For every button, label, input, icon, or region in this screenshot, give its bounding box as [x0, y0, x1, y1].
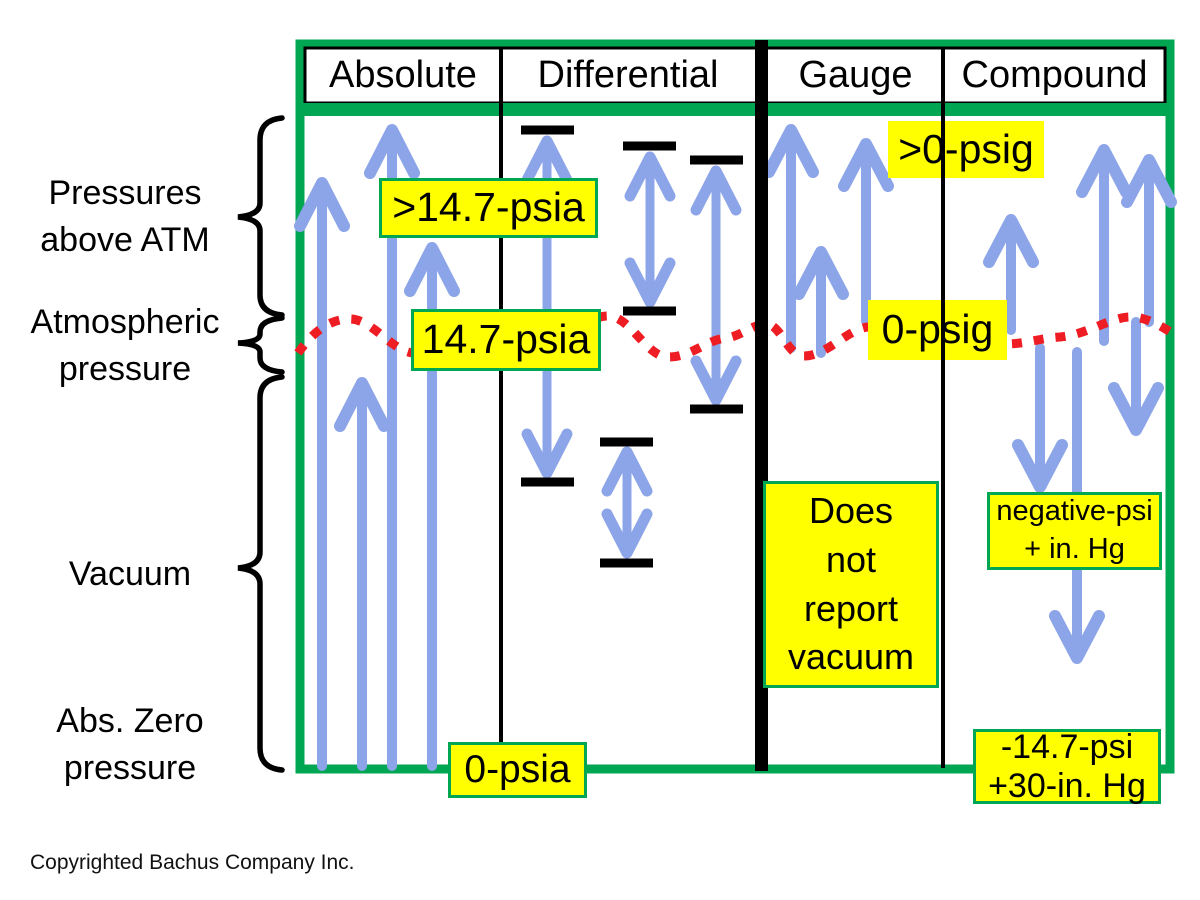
- side-label-abs-pressure-line: pressure: [63, 748, 197, 787]
- brace-above-atm: [237, 115, 285, 318]
- differential-arrow-3: [690, 165, 742, 406]
- differential-arrow-2: [624, 151, 676, 308]
- label-zero-psig-text: 0-psig: [881, 306, 994, 353]
- dnr-line-2: not: [825, 538, 877, 580]
- gauge-arrow-2: [793, 246, 849, 358]
- compound-arrow-up-small: [983, 214, 1039, 335]
- compound-arrow-up-1: [1076, 144, 1132, 346]
- label-gt-zero-psig: >0-psig: [888, 121, 1044, 178]
- label-negative-psi: negative-psi + in. Hg: [987, 492, 1162, 570]
- copyright-text: Copyrighted Bachus Company Inc.: [30, 851, 355, 875]
- differential-arrow-4: [601, 446, 653, 559]
- side-label-vacuum: Vacuum: [40, 551, 220, 598]
- label-does-not-report-vacuum: Does not report vacuum: [763, 481, 939, 688]
- column-header-differential: Differential: [501, 48, 755, 103]
- minus-147-line-1: -14.7-psi: [1000, 728, 1134, 767]
- green-frame: [295, 39, 1175, 774]
- gauge-arrow-3: [838, 138, 894, 326]
- side-label-pressure-line: pressure: [58, 349, 192, 388]
- absolute-arrow-4: [334, 377, 390, 771]
- negative-psi-line-1: negative-psi: [996, 495, 1153, 528]
- absolute-arrow-2: [364, 124, 420, 771]
- column-header-compound-text: Compound: [961, 54, 1148, 96]
- label-zero-psia-text: 0-psia: [464, 747, 571, 791]
- side-label-atmospheric-pressure: Atmospheric pressure: [8, 299, 242, 393]
- label-gt-147-psia: >14.7-psia: [379, 178, 598, 238]
- absolute-arrow-1: [294, 177, 350, 771]
- label-gt-zero-psig-text: >0-psig: [898, 125, 1034, 172]
- label-147-psia: 14.7-psia: [411, 309, 601, 371]
- label-zero-psig: 0-psig: [868, 300, 1007, 360]
- dnr-line-3: report: [803, 587, 899, 629]
- brace-vacuum: [237, 374, 285, 773]
- compound-arrow-up-2: [1121, 154, 1177, 327]
- label-zero-psia: 0-psia: [448, 742, 587, 798]
- column-header-absolute: Absolute: [305, 48, 501, 103]
- column-header-compound: Compound: [943, 48, 1166, 103]
- column-header-gauge: Gauge: [768, 48, 943, 103]
- dnr-line-4: vacuum: [787, 636, 915, 678]
- header-underline: [296, 103, 1174, 116]
- negative-psi-line-2: + in. Hg: [1024, 533, 1125, 565]
- column-header-differential-text: Differential: [537, 54, 719, 96]
- column-header-gauge-text: Gauge: [798, 54, 913, 96]
- label-gt-147-psia-text: >14.7-psia: [392, 184, 585, 231]
- minus-147-line-2: +30-in. Hg: [988, 766, 1146, 805]
- label-minus-147-psi: -14.7-psi +30-in. Hg: [973, 728, 1161, 805]
- side-label-abs-zero-pressure: Abs. Zero pressure: [28, 698, 232, 792]
- side-label-pressures-line: Pressures: [48, 174, 202, 212]
- gauge-arrow-1: [763, 124, 819, 353]
- column-header-absolute-text: Absolute: [329, 54, 477, 96]
- side-label-vacuum-text: Vacuum: [68, 555, 192, 593]
- dnr-line-1: Does: [808, 489, 894, 531]
- side-label-above-atm-line: above ATM: [40, 220, 210, 259]
- brace-atmospheric: [237, 315, 285, 375]
- side-label-pressures-above-atm: Pressures above ATM: [15, 170, 235, 264]
- side-label-atmospheric-line: Atmospheric: [30, 303, 220, 341]
- label-147-psia-text: 14.7-psia: [421, 316, 591, 363]
- side-label-abs-zero-line: Abs. Zero: [56, 702, 204, 740]
- copyright-text-line: Copyrighted Bachus Company Inc.: [30, 851, 355, 874]
- compound-arrow-down-1: [1108, 317, 1164, 436]
- compound-arrow-down-2: [1012, 343, 1068, 493]
